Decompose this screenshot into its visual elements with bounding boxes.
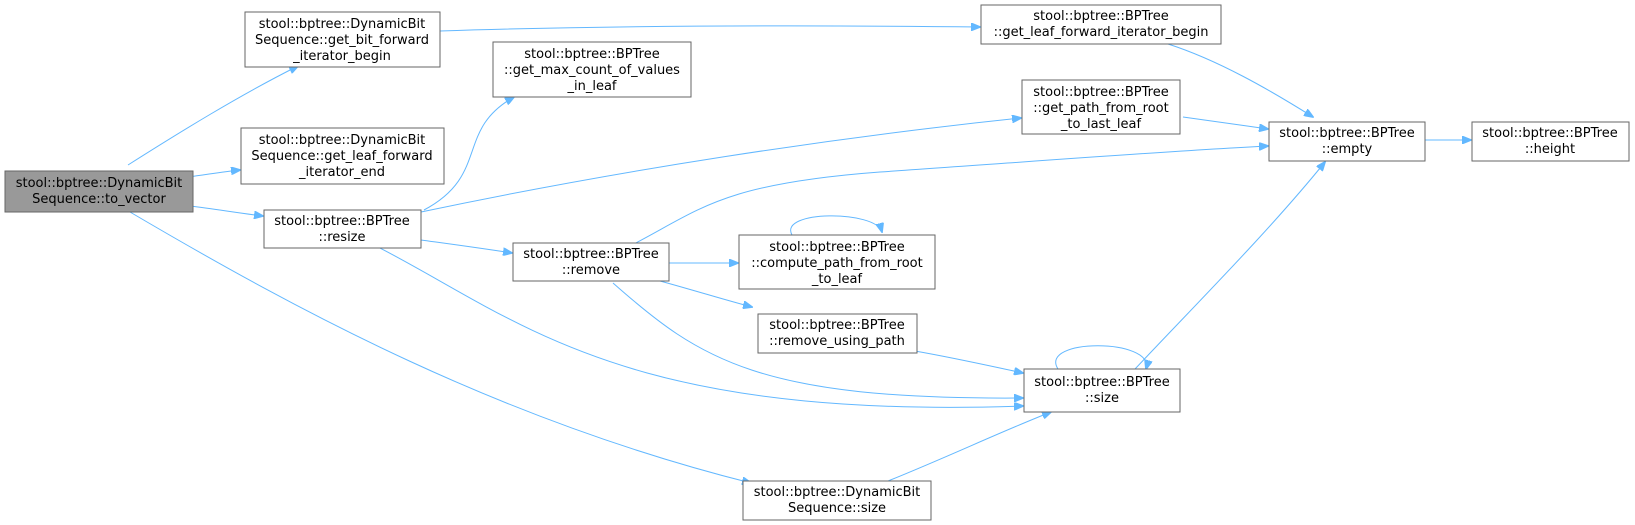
node-dbs_size[interactable]: stool::bptree::DynamicBit Sequence::size — [742, 480, 932, 521]
edge-resize-get_path_from_root_to_last_leaf — [420, 118, 1021, 213]
node-label-line: _to_leaf — [811, 272, 863, 287]
edge-remove-size — [612, 282, 1023, 398]
node-label-line: ::size — [1085, 391, 1119, 406]
node-label-line: stool::bptree::BPTree — [1034, 375, 1169, 390]
edge-get_path_from_root_to_last_leaf-empty — [1182, 116, 1268, 129]
node-label-line: stool::bptree::BPTree — [524, 47, 659, 62]
edge-get_leaf_forward_iterator_begin-empty — [1167, 43, 1313, 117]
node-to_vector[interactable]: stool::bptree::DynamicBit Sequence::to_v… — [4, 170, 194, 213]
node-label-line: ::height — [1525, 142, 1575, 157]
edge-compute_path_from_root_to_leaf-self — [790, 215, 882, 236]
node-label-line: stool::bptree::BPTree — [769, 240, 904, 255]
node-size[interactable]: stool::bptree::BPTree ::size — [1023, 368, 1181, 413]
node-label-line: _in_leaf — [566, 79, 616, 94]
edge-remove-empty — [629, 146, 1268, 247]
node-label-line: Sequence::get_bit_forward — [255, 33, 429, 48]
node-label-line: ::compute_path_from_root — [751, 256, 922, 271]
node-label-line: stool::bptree::DynamicBit — [259, 133, 426, 148]
node-label-line: Sequence::size — [788, 501, 886, 516]
edge-resize-remove — [420, 239, 512, 253]
node-label-line: stool::bptree::DynamicBit — [16, 176, 183, 191]
edge-to_vector-get_bit_forward_iterator_begin — [127, 66, 298, 166]
node-label-line: stool::bptree::BPTree — [1279, 126, 1414, 141]
node-empty[interactable]: stool::bptree::BPTree ::empty — [1268, 121, 1426, 162]
node-remove[interactable]: stool::bptree::BPTree ::remove — [512, 242, 670, 282]
node-label-line: ::resize — [318, 230, 365, 245]
edge-to_vector-dbs_size — [129, 211, 751, 483]
node-label-line: Sequence::to_vector — [32, 192, 166, 207]
node-label-line: Sequence::get_leaf_forward — [251, 149, 432, 164]
node-get_bit_forward_iterator_begin[interactable]: stool::bptree::DynamicBit Sequence::get_… — [244, 11, 441, 68]
edge-to_vector-resize — [189, 205, 263, 216]
node-label-line: stool::bptree::BPTree — [769, 318, 904, 333]
edge-resize-get_max_count_of_values_in_leaf — [423, 97, 514, 211]
node-label-line: ::get_max_count_of_values — [504, 63, 680, 78]
node-height[interactable]: stool::bptree::BPTree ::height — [1471, 121, 1630, 162]
node-resize[interactable]: stool::bptree::BPTree ::resize — [263, 209, 422, 249]
node-get_path_from_root_to_last_leaf[interactable]: stool::bptree::BPTree ::get_path_from_ro… — [1021, 79, 1181, 135]
edge-size-empty — [1134, 162, 1325, 370]
node-label-line: ::get_leaf_forward_iterator_begin — [994, 25, 1209, 40]
node-compute_path_from_root_to_leaf[interactable]: stool::bptree::BPTree ::compute_path_fro… — [738, 234, 936, 290]
node-label-line: _to_last_leaf — [1060, 117, 1142, 132]
edges — [127, 26, 1471, 483]
edge-remove_using_path-size — [914, 350, 1023, 373]
edge-get_bit_forward_iterator_begin-get_leaf_forward_iterator_begin — [439, 26, 980, 32]
nodes: stool::bptree::DynamicBit Sequence::to_v… — [4, 4, 1630, 521]
node-label-line: ::get_path_from_root — [1033, 101, 1168, 116]
node-label-line: ::remove_using_path — [769, 334, 905, 349]
node-get_max_count_of_values_in_leaf[interactable]: stool::bptree::BPTree ::get_max_count_of… — [492, 41, 692, 98]
node-label-line: stool::bptree::BPTree — [1482, 126, 1617, 141]
node-label-line: stool::bptree::BPTree — [274, 214, 409, 229]
node-label-line: stool::bptree::DynamicBit — [259, 17, 426, 32]
node-label-line: ::empty — [1322, 142, 1373, 157]
edge-to_vector-get_leaf_forward_iterator_end — [187, 170, 240, 178]
edge-remove-remove_using_path — [659, 280, 752, 307]
node-label-line: _iterator_begin — [292, 49, 391, 64]
node-label-line: stool::bptree::BPTree — [1033, 85, 1168, 100]
edge-size-self — [1055, 345, 1147, 369]
node-label-line: ::remove — [562, 263, 620, 278]
node-label-line: stool::bptree::BPTree — [523, 247, 658, 262]
node-get_leaf_forward_iterator_end[interactable]: stool::bptree::DynamicBit Sequence::get_… — [240, 127, 445, 185]
node-remove_using_path[interactable]: stool::bptree::BPTree ::remove_using_pat… — [757, 313, 918, 354]
node-label-line: stool::bptree::DynamicBit — [754, 485, 921, 500]
edge-dbs_size-size — [887, 412, 1051, 482]
edge-resize-size — [377, 246, 1023, 407]
node-get_leaf_forward_iterator_begin[interactable]: stool::bptree::BPTree ::get_leaf_forward… — [980, 4, 1222, 45]
node-label-line: _iterator_end — [298, 165, 385, 180]
node-label-line: stool::bptree::BPTree — [1033, 9, 1168, 24]
